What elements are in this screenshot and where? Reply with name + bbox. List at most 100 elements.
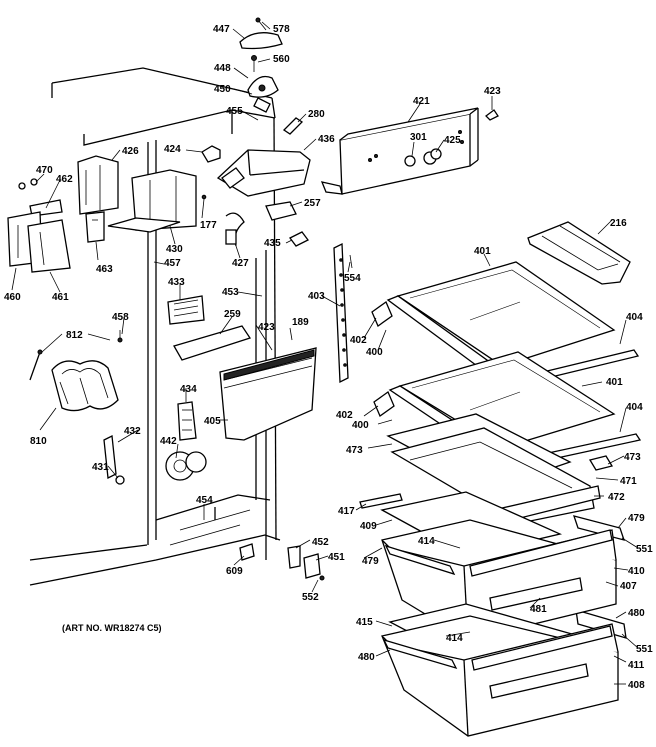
- crisper-drawer-lower: [381, 603, 619, 737]
- callout-label: 410: [628, 566, 645, 577]
- callout-label: 424: [164, 144, 181, 155]
- callout-label: 434: [180, 384, 197, 395]
- callout-label: 401: [474, 246, 491, 257]
- callout-label: 407: [620, 581, 637, 592]
- callout-label: 189: [292, 317, 309, 328]
- part-424: [201, 145, 221, 163]
- light-shield-assembly: [239, 17, 283, 113]
- wiring-harness: [201, 194, 245, 247]
- callout-label: 471: [620, 476, 637, 487]
- callout-label: 415: [356, 617, 373, 628]
- callout-label: 551: [636, 644, 653, 655]
- callout-label: 408: [628, 680, 645, 691]
- callout-label: 414: [446, 633, 463, 644]
- callout-label: 454: [196, 495, 213, 506]
- fan-grille-433: [167, 295, 205, 325]
- callout-label: 430: [166, 244, 183, 255]
- part-257: [265, 201, 297, 221]
- callout-label: 457: [164, 258, 181, 269]
- callout-label: 177: [200, 220, 217, 231]
- callout-label: 481: [530, 604, 547, 615]
- callout-labels: 447 578 448 560 450 455 280 421 423 436 …: [4, 24, 653, 691]
- callout-label: 402: [336, 410, 353, 421]
- part-452: [287, 545, 301, 569]
- air-duct-405: [165, 347, 317, 481]
- part-280: [282, 117, 304, 135]
- part-435: [289, 231, 309, 247]
- callout-label: 812: [66, 330, 83, 341]
- callout-label: 551: [636, 544, 653, 555]
- callout-label: 431: [92, 462, 109, 473]
- callout-label: 409: [360, 521, 377, 532]
- callout-label: 425: [444, 135, 461, 146]
- part-552: [319, 575, 325, 581]
- callout-label: 402: [350, 335, 367, 346]
- callout-label: 216: [610, 218, 627, 229]
- callout-label: 480: [628, 608, 645, 619]
- callout-label: 400: [352, 420, 369, 431]
- callout-label: 404: [626, 312, 643, 323]
- callout-label: 259: [224, 309, 241, 320]
- callout-label: 451: [328, 552, 345, 563]
- shelf-support-rail: [333, 242, 353, 384]
- callout-label: 609: [226, 566, 243, 577]
- callout-label: 473: [346, 445, 363, 456]
- callout-label: 479: [628, 513, 645, 524]
- callout-label: 462: [56, 174, 73, 185]
- callout-label: 810: [30, 436, 47, 447]
- callout-label: 479: [362, 556, 379, 567]
- callout-label: 452: [312, 537, 329, 548]
- callout-label: 432: [124, 426, 141, 437]
- callout-label: 280: [308, 109, 325, 120]
- callout-label: 470: [36, 165, 53, 176]
- callout-label: 442: [160, 436, 177, 447]
- callout-label: 423: [258, 322, 275, 333]
- callout-label: 472: [608, 492, 625, 503]
- control-panel: [320, 107, 479, 195]
- callout-label: 257: [304, 198, 321, 209]
- callout-label: 401: [606, 377, 623, 388]
- callout-label: 480: [358, 652, 375, 663]
- trim-259: [173, 325, 252, 361]
- callout-label: 450: [214, 84, 231, 95]
- callout-label: 463: [96, 264, 113, 275]
- part-451: [303, 553, 321, 579]
- part-423-top: [485, 109, 499, 121]
- callout-label: 461: [52, 292, 69, 303]
- callout-label: 426: [122, 146, 139, 157]
- callout-label: 473: [624, 452, 641, 463]
- leader-lines: [11, 21, 639, 685]
- heater-810: [29, 330, 123, 412]
- callout-label: 458: [112, 312, 129, 323]
- callout-label: 433: [168, 277, 185, 288]
- callout-label: 400: [366, 347, 383, 358]
- callout-label: 453: [222, 287, 239, 298]
- part-432: [103, 434, 117, 480]
- callout-label: 448: [214, 63, 231, 74]
- dairy-bin-216: [527, 221, 631, 285]
- callout-label: 435: [264, 238, 281, 249]
- callout-label: 578: [273, 24, 290, 35]
- callout-label: 411: [628, 660, 645, 671]
- callout-label: 414: [418, 536, 435, 547]
- callout-label: 436: [318, 134, 335, 145]
- callout-label: 403: [308, 291, 325, 302]
- callout-label: 552: [302, 592, 319, 603]
- evaporator-fan-assembly: [77, 155, 197, 233]
- callout-label: 455: [226, 106, 243, 117]
- callout-label: 560: [273, 54, 290, 65]
- callout-label: 460: [4, 292, 21, 303]
- callout-label: 301: [410, 132, 427, 143]
- callout-label: 404: [626, 402, 643, 413]
- art-number: (ART NO. WR18274 C5): [62, 623, 162, 633]
- callout-label: 405: [204, 416, 221, 427]
- callout-label: 421: [413, 96, 430, 107]
- callout-label: 417: [338, 506, 355, 517]
- fan-housing-436: [216, 149, 311, 197]
- callout-label: 554: [344, 273, 361, 284]
- slide-rail-417: [359, 493, 403, 509]
- callout-label: 423: [484, 86, 501, 97]
- callout-label: 427: [232, 258, 249, 269]
